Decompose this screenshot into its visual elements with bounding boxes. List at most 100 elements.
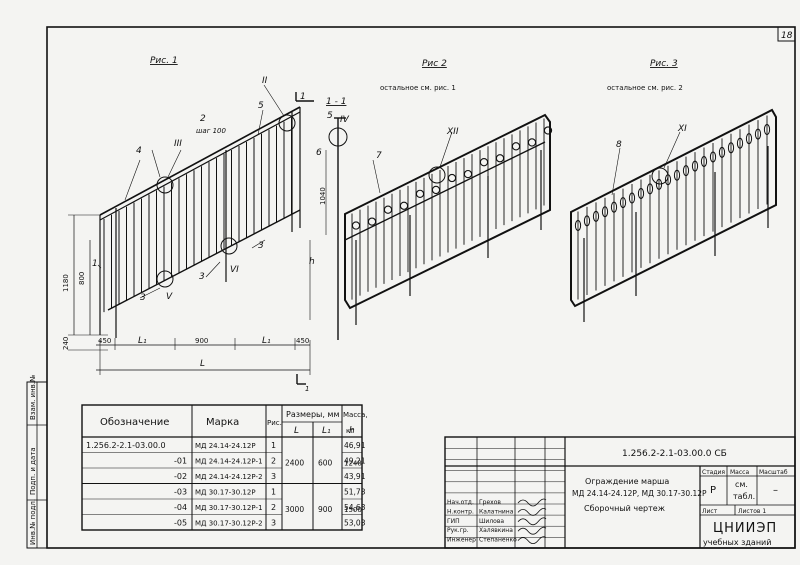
callout-step: шаг 100 [196,127,227,135]
signature-icon [517,508,547,516]
dim-1180: 1180 [62,274,70,292]
dim-800: 800 [78,272,86,285]
figure-2-title: Рис 2 [422,59,447,69]
tb-org-2: учебных зданий [703,538,771,547]
tb-staff-role: Нач.отд. [447,499,474,506]
tb-staff-name: Халявкина [479,527,513,534]
spec-designation: -03 [174,488,187,497]
tb-staff-name: Степаненко [479,537,517,544]
spec-mark: МД 24.14-24.12Р-2 [195,473,263,481]
title-block: 1.256.2-2.1-03.00.0 СБ Ограждение марша … [444,436,796,549]
spec-mass: 53,03 [344,519,366,528]
callout-4: 4 [136,146,142,156]
tb-stage-label: Стадия [702,469,725,476]
th-designation: Обозначение [100,417,169,428]
spec-mass: 51,73 [344,488,366,497]
dim-h: h [309,257,315,267]
spec-designation: -01 [174,457,187,466]
th-mass-unit: кг [346,427,354,435]
tb-staff-role: Рук.гр. [447,527,469,534]
signature-icon [517,517,547,526]
th-mass: Масса, [343,411,368,419]
figure-3: Рис. 3 остальное см. рис. 2 8 XI [570,59,777,322]
signature-icon [517,526,547,535]
drawing-frame [46,26,796,549]
sheet-number-box [777,26,796,42]
callout-3b: 3 [199,272,205,282]
tb-staff-name: Шилова [479,518,504,525]
figure-3-subtitle: остальное см. рис. 2 [607,84,683,92]
section-mark-bottom: 1 [305,385,309,393]
th-L1: L₁ [322,426,331,436]
callout-II: II [262,76,268,86]
spec-designation: -05 [174,519,187,528]
tb-name-1: Ограждение марша [585,477,669,486]
callout-3c: 3 [140,293,146,303]
tb-scale-value: – [773,485,778,496]
callout-5: 5 [258,101,264,111]
tb-name-2: МД 24.14-24.12Р, МД 30.17-30.12Р [572,489,707,498]
callout-7: 7 [376,151,382,161]
tb-sheets-label: Листов 1 [738,508,766,515]
tb-org-1: ЦНИИЭП [713,521,777,536]
spec-L1: 600 [318,459,333,468]
section-label: 1 - 1 [326,97,346,107]
spec-fig: 2 [271,457,276,466]
spec-L: 2400 [285,459,304,468]
dim-450-left: 450 [98,337,111,345]
spec-table: Обозначение Марка Рис. Размеры, мм L L₁ … [81,404,368,531]
tb-staff-role: Н.контр. [447,508,474,515]
callout-XI: XI [677,124,687,134]
section-mark-top: 1 [300,92,306,102]
stamp-inv-podl: Инв.№ подл. [29,499,37,545]
tb-stage-value: Р [710,485,716,496]
spec-L1: 900 [318,505,333,514]
dim-L1-left: L₁ [138,336,147,346]
callout-V: V [166,292,173,302]
th-sizes: Размеры, мм [286,410,340,419]
spec-L: 3000 [285,505,304,514]
spec-mark: МД 30.17-30.12Р [195,489,256,497]
tb-staff-name: Калатнина [479,508,514,515]
callout-III: III [174,139,182,149]
dim-L: L [200,359,205,369]
figure-3-title: Рис. 3 [650,59,678,69]
dim-900: 900 [195,337,208,345]
spec-designation: -02 [174,472,187,481]
spec-fig: 3 [271,519,276,528]
stamp-vzam-inv: Взам. инв.№ [29,375,37,420]
signature-icon [517,498,547,507]
spec-fig: 2 [271,503,276,512]
stamp-podp-data: Подп. и дата [29,447,37,495]
spec-h: 1500 [344,506,362,514]
callout-6: 6 [316,148,322,158]
sheet-number: 18 [781,31,793,41]
spec-designation: -04 [174,503,187,512]
th-h: h [349,426,355,436]
tb-sheet-label: Лист [702,508,718,515]
spec-mark: МД 24.14-24.12Р-1 [195,458,263,466]
figure-1-title: Рис. 1 [150,56,178,66]
spec-designation: 1.256.2-2.1-03.00.0 [86,441,166,450]
callout-VI: VI [230,265,239,275]
callout-XII: XII [446,127,459,137]
tb-mass-value-2: табл. [733,492,755,501]
tb-name-3: Сборочный чертеж [584,504,665,513]
tb-staff-role: ГИП [447,518,460,525]
spec-mark: МД 24.14-24.12Р [195,442,256,450]
callout-2: 2 [200,114,206,124]
callout-5-section: 5 [327,111,333,121]
dim-450-right: 450 [296,337,309,345]
spec-mark: МД 30.17-30.12Р-2 [195,520,263,528]
spec-mark: МД 30.17-30.12Р-1 [195,504,263,512]
spec-mass: 54,63 [344,503,366,512]
margin-stamp: Инв.№ подл. Подп. и дата Взам. инв.№ [26,375,48,549]
callout-IV: IV [340,115,350,125]
callout-8: 8 [616,140,622,150]
dim-L1-right: L₁ [262,336,271,346]
dim-1040: 1040 [319,187,327,205]
signature-icon [517,536,547,544]
section-1-1: 1 1 1 - 1 5 IV 6 1040 h [295,92,350,393]
dim-240: 240 [62,337,70,350]
